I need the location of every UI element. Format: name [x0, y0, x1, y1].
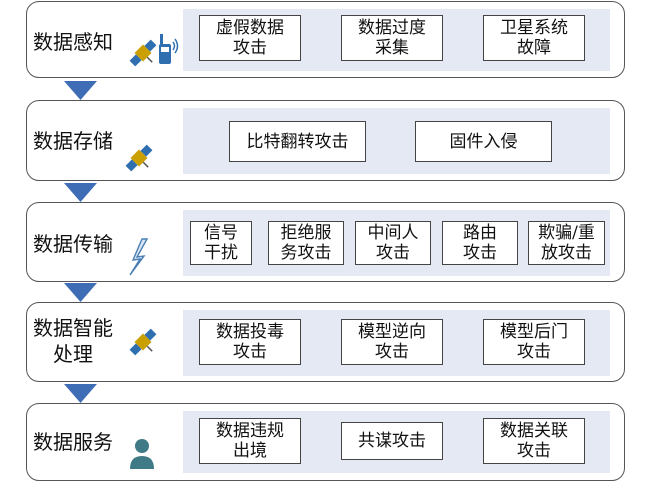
attack-panel: 信号 干扰 拒绝服 务攻击 中间人 攻击 路由 攻击 欺骗/重 放攻击	[183, 210, 610, 276]
attack-box: 比特翻转攻击	[229, 121, 366, 162]
attack-box: 卫星系统 故障	[483, 15, 585, 61]
layer-title: 数据智能 处理	[33, 316, 113, 366]
attack-panel: 比特翻转攻击 固件入侵	[183, 108, 610, 174]
layer-data-service: 数据服务 数据违规 出境 共谋攻击 数据关联 攻击	[26, 403, 625, 481]
attack-panel: 虚假数据 攻击 数据过度 采集 卫星系统 故障	[183, 9, 610, 71]
layer-title: 数据感知	[33, 30, 113, 54]
layer-data-storage: 数据存储 比特翻转攻击 固件入侵	[26, 100, 625, 181]
attack-box: 拒绝服 务攻击	[268, 221, 344, 265]
user-icon	[130, 439, 154, 469]
down-arrow	[64, 384, 97, 403]
layer-data-sensing: 数据感知 虚假数据 攻击 数据过度 采集 卫星系统 故障	[26, 1, 625, 78]
attack-box: 模型逆向 攻击	[341, 319, 443, 365]
attack-box: 数据投毒 攻击	[199, 319, 301, 365]
attack-box: 虚假数据 攻击	[199, 15, 301, 61]
satellite-icon	[129, 39, 157, 67]
attack-box: 信号 干扰	[190, 221, 252, 265]
attack-box: 数据关联 攻击	[483, 418, 585, 464]
attack-box: 模型后门 攻击	[483, 319, 585, 365]
satellite-icon	[129, 328, 157, 356]
attack-panel: 数据投毒 攻击 模型逆向 攻击 模型后门 攻击	[183, 310, 610, 376]
walkie-talkie-icon	[159, 34, 179, 64]
layer-data-transmission: 数据传输 信号 干扰 拒绝服 务攻击 中间人 攻击 路由 攻击 欺骗/重 放攻击	[26, 202, 625, 282]
layer-data-intelligent-processing: 数据智能 处理 数据投毒 攻击 模型逆向 攻击 模型后门 攻击	[26, 302, 625, 382]
satellite-icon	[125, 144, 153, 172]
lightning-icon	[129, 238, 149, 276]
down-arrow	[64, 183, 97, 202]
attack-box: 共谋攻击	[341, 422, 443, 460]
layer-title: 数据服务	[33, 430, 113, 454]
attack-box: 欺骗/重 放攻击	[528, 221, 605, 265]
attack-box: 中间人 攻击	[355, 221, 431, 265]
attack-panel: 数据违规 出境 共谋攻击 数据关联 攻击	[183, 411, 610, 473]
attack-box: 固件入侵	[415, 121, 552, 162]
down-arrow	[64, 81, 97, 100]
attack-box: 数据违规 出境	[199, 418, 301, 464]
attack-box: 路由 攻击	[442, 221, 518, 265]
attack-box: 数据过度 采集	[341, 15, 443, 61]
layer-title: 数据传输	[33, 232, 113, 256]
down-arrow	[64, 283, 97, 302]
layer-title: 数据存储	[33, 129, 113, 153]
